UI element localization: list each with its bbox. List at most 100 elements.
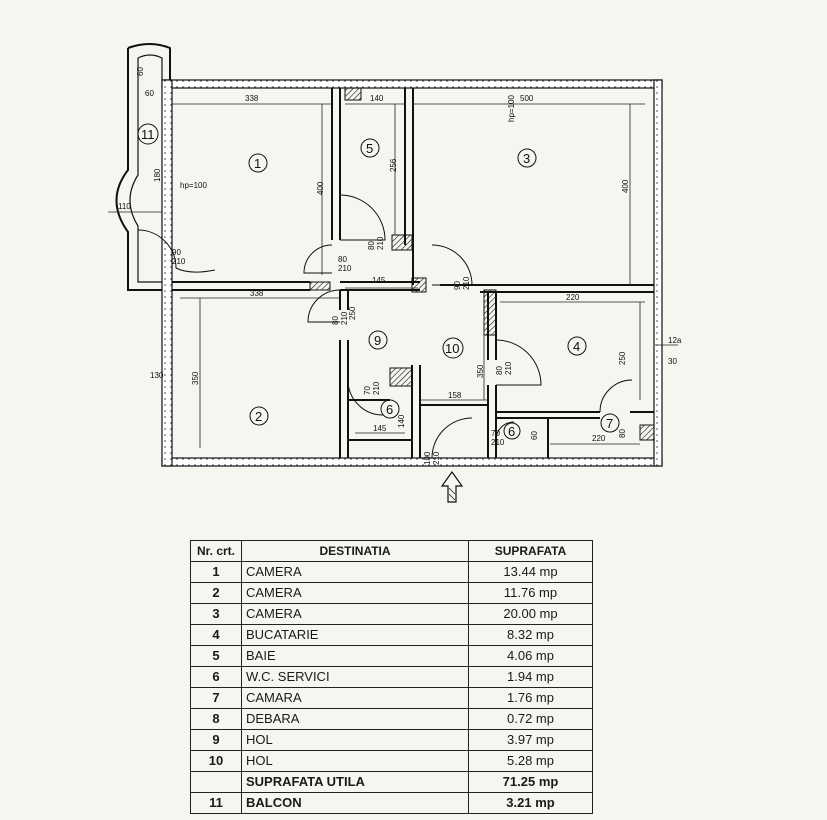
dim-label: 400 [316, 181, 325, 195]
outer-walls [161, 79, 663, 467]
row-dest: BAIE [241, 645, 469, 667]
row-nr: 5 [190, 645, 242, 667]
room-number-11: 11 [141, 127, 155, 142]
dim-label: 250 [348, 306, 357, 320]
row-nr: 7 [190, 687, 242, 709]
balcony-outline [115, 43, 171, 291]
dim-label: 12a [668, 336, 682, 345]
room-number-4: 4 [573, 339, 580, 354]
room-number-7: 7 [606, 416, 613, 431]
room-number-3: 3 [523, 151, 530, 166]
total-surf: 71.25 mp [468, 771, 593, 793]
dim-label: 350 [191, 371, 200, 385]
door-swings [137, 194, 633, 459]
room-number-6b: 6 [508, 424, 515, 439]
dim-label: 110 [118, 202, 131, 211]
row-surf: 13.44 mp [468, 561, 593, 583]
dim-label: 130 [150, 371, 164, 380]
dim-label: 60 [145, 89, 154, 98]
row-nr: 9 [190, 729, 242, 751]
balcony-dest: BALCON [241, 792, 469, 814]
dim-label: 220 [566, 293, 580, 302]
row-dest: BUCATARIE [241, 624, 469, 646]
row-surf: 1.94 mp [468, 666, 593, 688]
room-number-5: 5 [366, 141, 373, 156]
total-dest: SUPRAFATA UTILA [241, 771, 469, 793]
row-dest: CAMERA [241, 561, 469, 583]
dim-label: 400 [621, 179, 630, 193]
row-dest: CAMERA [241, 603, 469, 625]
row-dest: CAMERA [241, 582, 469, 604]
row-surf: 4.06 mp [468, 645, 593, 667]
room-numbers: 1 2 3 4 5 6 6 7 9 10 11 [141, 127, 613, 439]
interior-walls [172, 88, 654, 458]
row-dest: W.C. SERVICI [241, 666, 469, 688]
dimension-lines [108, 103, 678, 448]
room-number-10: 10 [445, 341, 459, 356]
balcony-surf: 3.21 mp [468, 792, 593, 814]
entrance-arrow-icon [440, 470, 464, 503]
floor-plan: 1 2 3 4 5 6 6 7 9 10 11 60 60 338 140 50… [108, 43, 682, 503]
room-number-1: 1 [254, 156, 261, 171]
balcony-nr: 11 [190, 792, 242, 814]
dim-label: hp=100 [180, 181, 207, 190]
row-dest: HOL [241, 729, 469, 751]
row-nr: 8 [190, 708, 242, 730]
table-header-row: Nr. crt. DESTINATIA SUPRAFATA [190, 540, 593, 562]
dim-label: 80210 [367, 236, 385, 250]
row-surf: 1.76 mp [468, 687, 593, 709]
row-surf: 11.76 mp [468, 582, 593, 604]
row-nr: 3 [190, 603, 242, 625]
hatched-shafts [309, 87, 655, 441]
row-surf: 3.97 mp [468, 729, 593, 751]
dim-label: 80210 [331, 311, 349, 325]
dim-label: 350 [476, 364, 485, 378]
header-nr: Nr. crt. [190, 540, 242, 562]
row-nr: 10 [190, 750, 242, 772]
row-nr: 4 [190, 624, 242, 646]
dim-label: 338 [250, 289, 264, 298]
header-suprafata: SUPRAFATA [468, 540, 593, 562]
dim-label: 145 [373, 424, 387, 433]
dim-label: 80210 [495, 361, 513, 375]
dimension-labels: 60 60 338 140 500 hp=100 hp=100 400 400 … [118, 67, 682, 465]
dim-label: 338 [245, 94, 259, 103]
row-nr: 2 [190, 582, 242, 604]
room-number-6a: 6 [386, 402, 393, 417]
row-surf: 20.00 mp [468, 603, 593, 625]
room-number-2: 2 [255, 409, 262, 424]
room-number-9: 9 [374, 333, 381, 348]
dim-label: 220 [592, 434, 606, 443]
total-nr [190, 771, 242, 793]
dim-label: 145 [372, 276, 386, 285]
dim-label: 30 [668, 357, 677, 366]
dim-label: 158 [448, 391, 462, 400]
dim-label: 256 [389, 158, 398, 172]
dim-label: 180 [153, 168, 162, 182]
dim-label: 80 [618, 429, 627, 438]
dim-label: 140 [397, 414, 406, 428]
row-surf: 5.28 mp [468, 750, 593, 772]
row-dest: CAMARA [241, 687, 469, 709]
dim-label: 250 [618, 351, 627, 365]
row-nr: 1 [190, 561, 242, 583]
room-markers [137, 123, 620, 440]
dim-label: 140 [370, 94, 384, 103]
dim-label: hp=100 [507, 95, 516, 122]
dim-label: 90210 [453, 276, 471, 290]
row-dest: HOL [241, 750, 469, 772]
